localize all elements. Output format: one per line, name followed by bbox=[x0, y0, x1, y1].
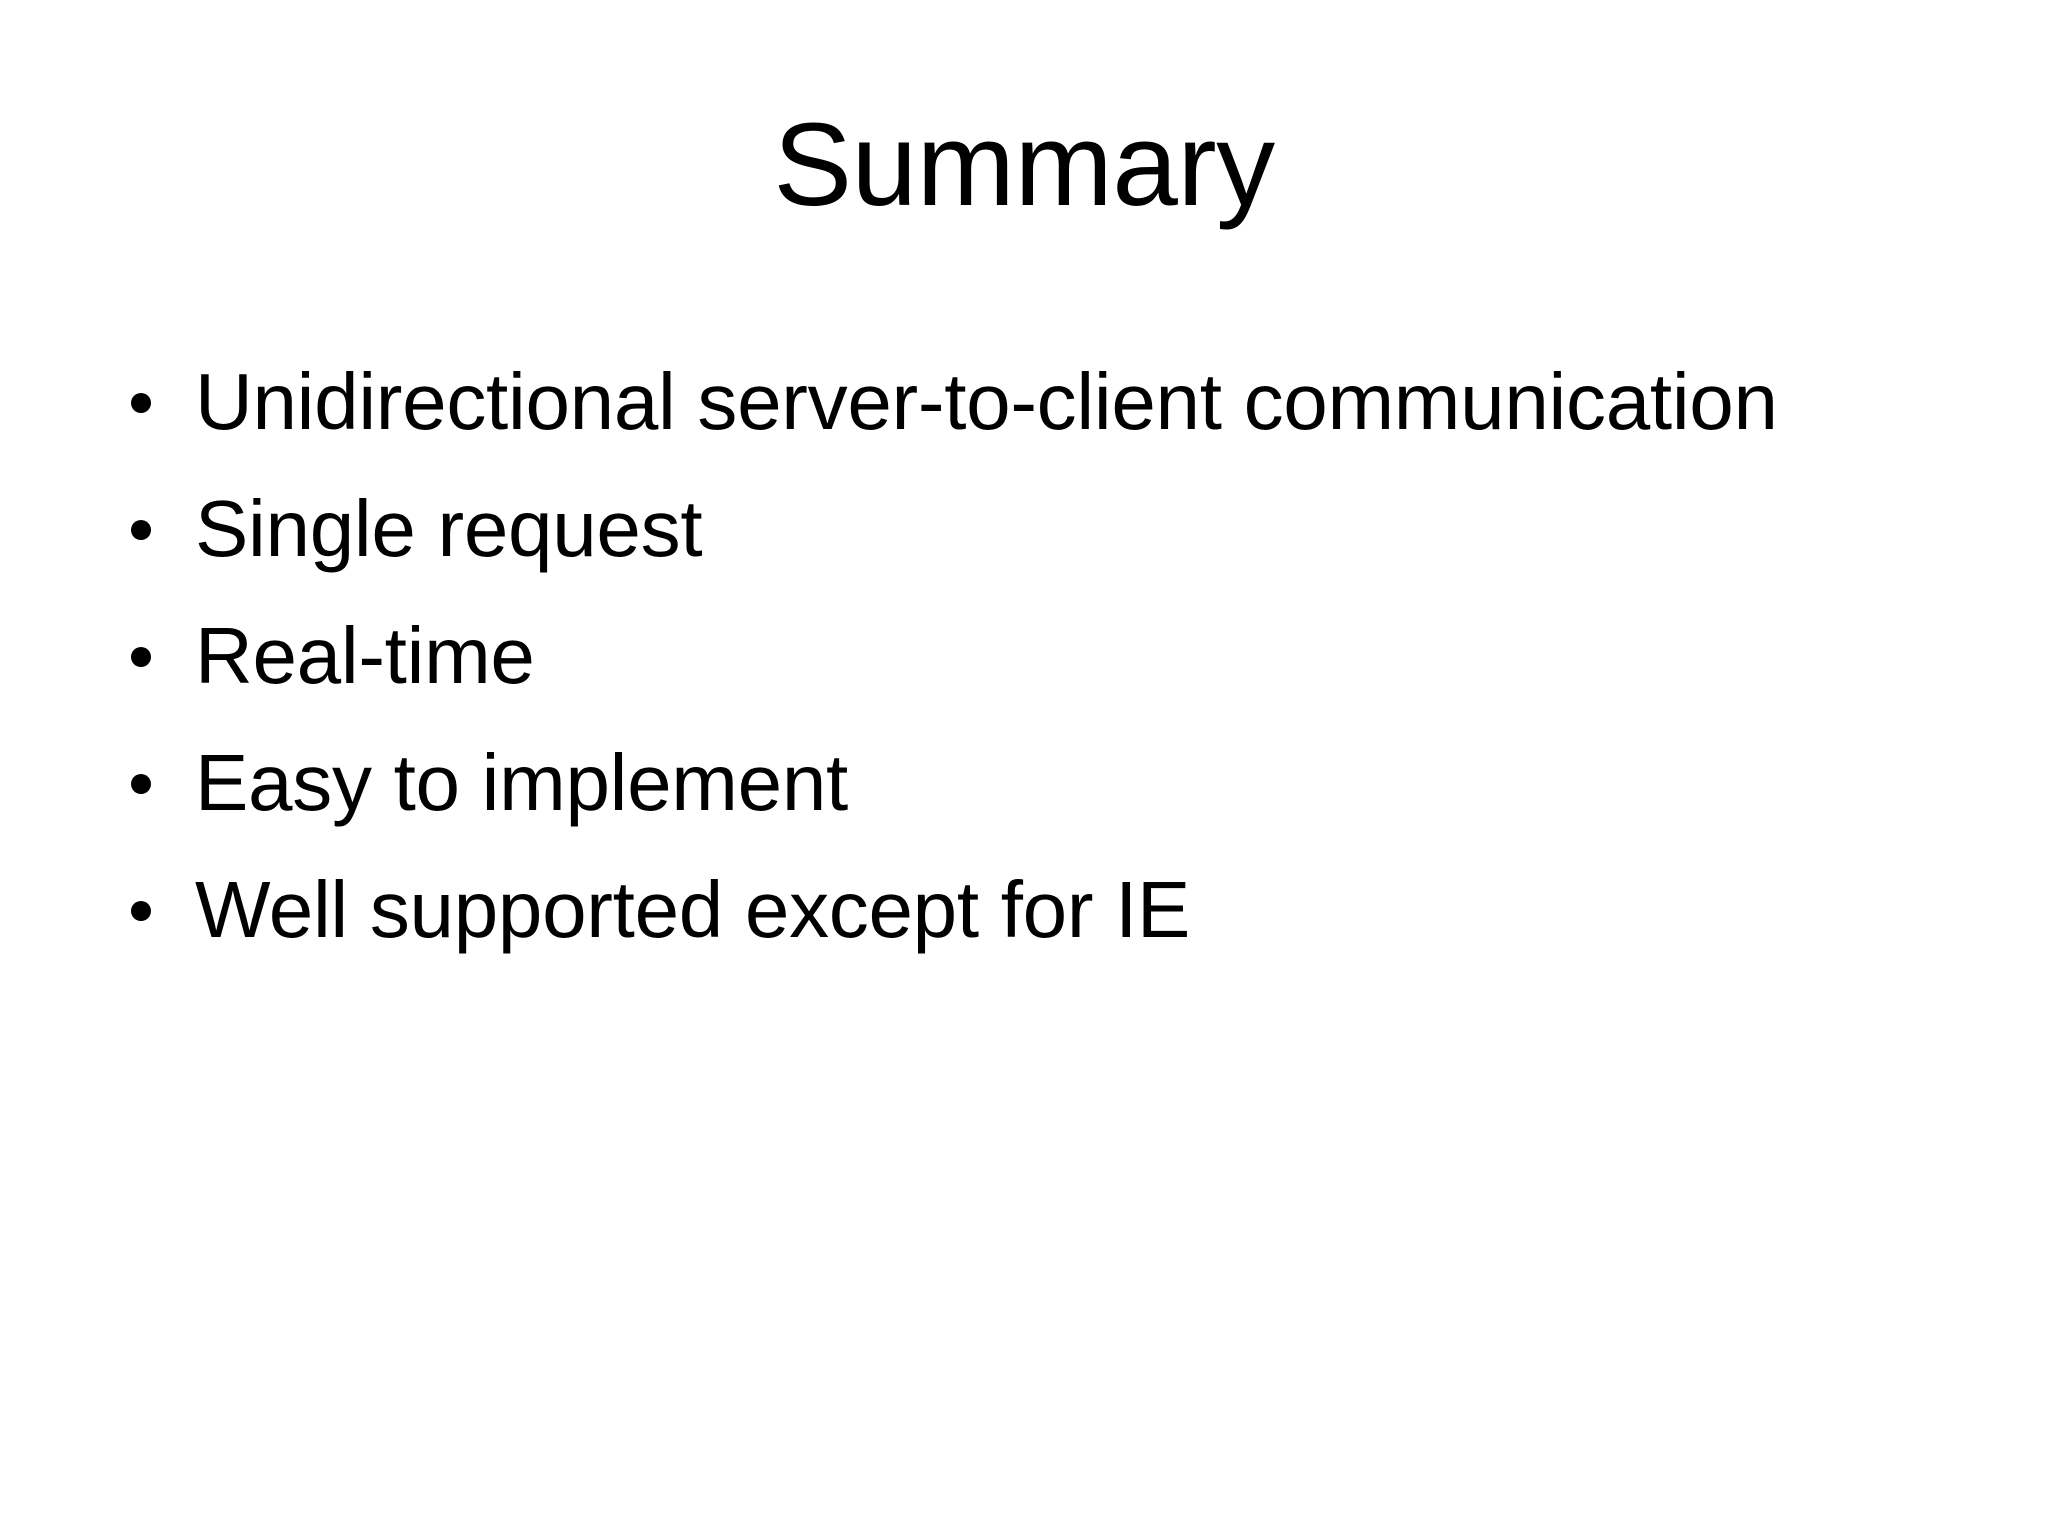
list-item-label: Easy to implement bbox=[195, 738, 848, 827]
bullet-list: Unidirectional server-to-client communic… bbox=[120, 352, 1970, 987]
list-item-label: Unidirectional server-to-client communic… bbox=[195, 357, 1778, 446]
bullet-dot-icon bbox=[131, 774, 151, 794]
bullet-dot-icon bbox=[131, 901, 151, 921]
page-title: Summary bbox=[773, 99, 1275, 231]
bullet-dot-icon bbox=[131, 520, 151, 540]
bullet-dot-icon bbox=[131, 393, 151, 413]
list-item-label: Well supported except for IE bbox=[195, 865, 1191, 954]
bullet-dot-icon bbox=[131, 647, 151, 667]
list-item: Unidirectional server-to-client communic… bbox=[120, 352, 1970, 479]
list-item: Real-time bbox=[120, 606, 1970, 733]
list-item: Easy to implement bbox=[120, 733, 1970, 860]
list-item: Well supported except for IE bbox=[120, 860, 1970, 987]
list-item-label: Real-time bbox=[195, 611, 535, 700]
list-item-label: Single request bbox=[195, 484, 703, 573]
list-item: Single request bbox=[120, 479, 1970, 606]
